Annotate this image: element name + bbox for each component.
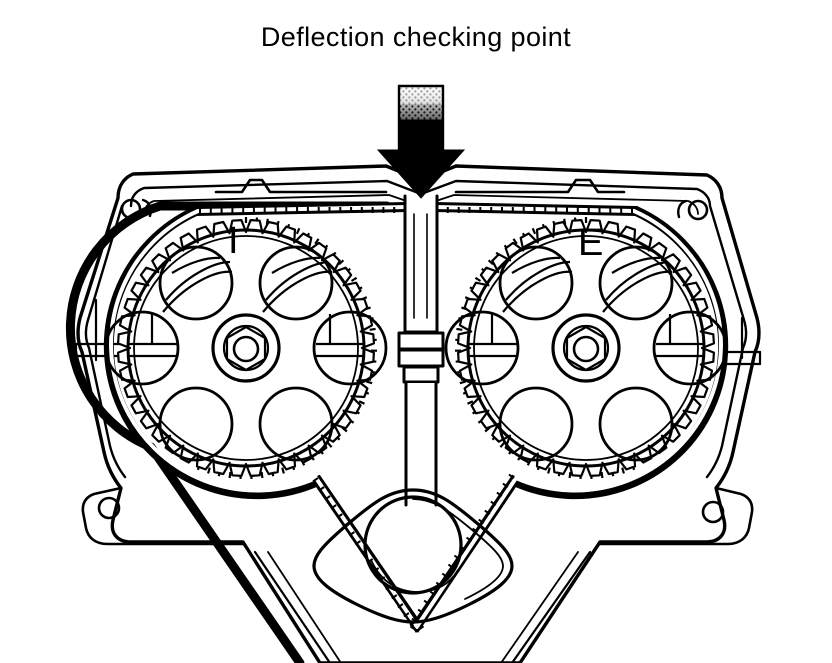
figure-caption: Deflection checking point	[260, 22, 572, 52]
timing-belt-band	[103, 202, 729, 633]
deflection-point-arrow	[376, 84, 466, 199]
timing-belt-cover-outline	[74, 164, 762, 663]
sprocket-exhaust	[444, 219, 728, 477]
mounting-boss-top-right	[687, 199, 709, 221]
belt-center-guide	[397, 194, 445, 513]
sprocket-intake-hub	[211, 313, 281, 383]
sprocket-exhaust-holes	[444, 245, 728, 462]
mounting-boss-bottom-left	[97, 496, 121, 520]
timing-belt	[65, 201, 392, 663]
sprocket-exhaust-hub	[551, 313, 621, 383]
center-cover-plate	[312, 488, 514, 624]
sprocket-intake	[104, 219, 388, 477]
mounting-boss-bottom-right	[701, 500, 725, 524]
sprocket-intake-holes	[104, 245, 388, 462]
sprocket-label-exhaust: E	[578, 222, 604, 264]
sprocket-label-intake: I	[228, 220, 239, 262]
